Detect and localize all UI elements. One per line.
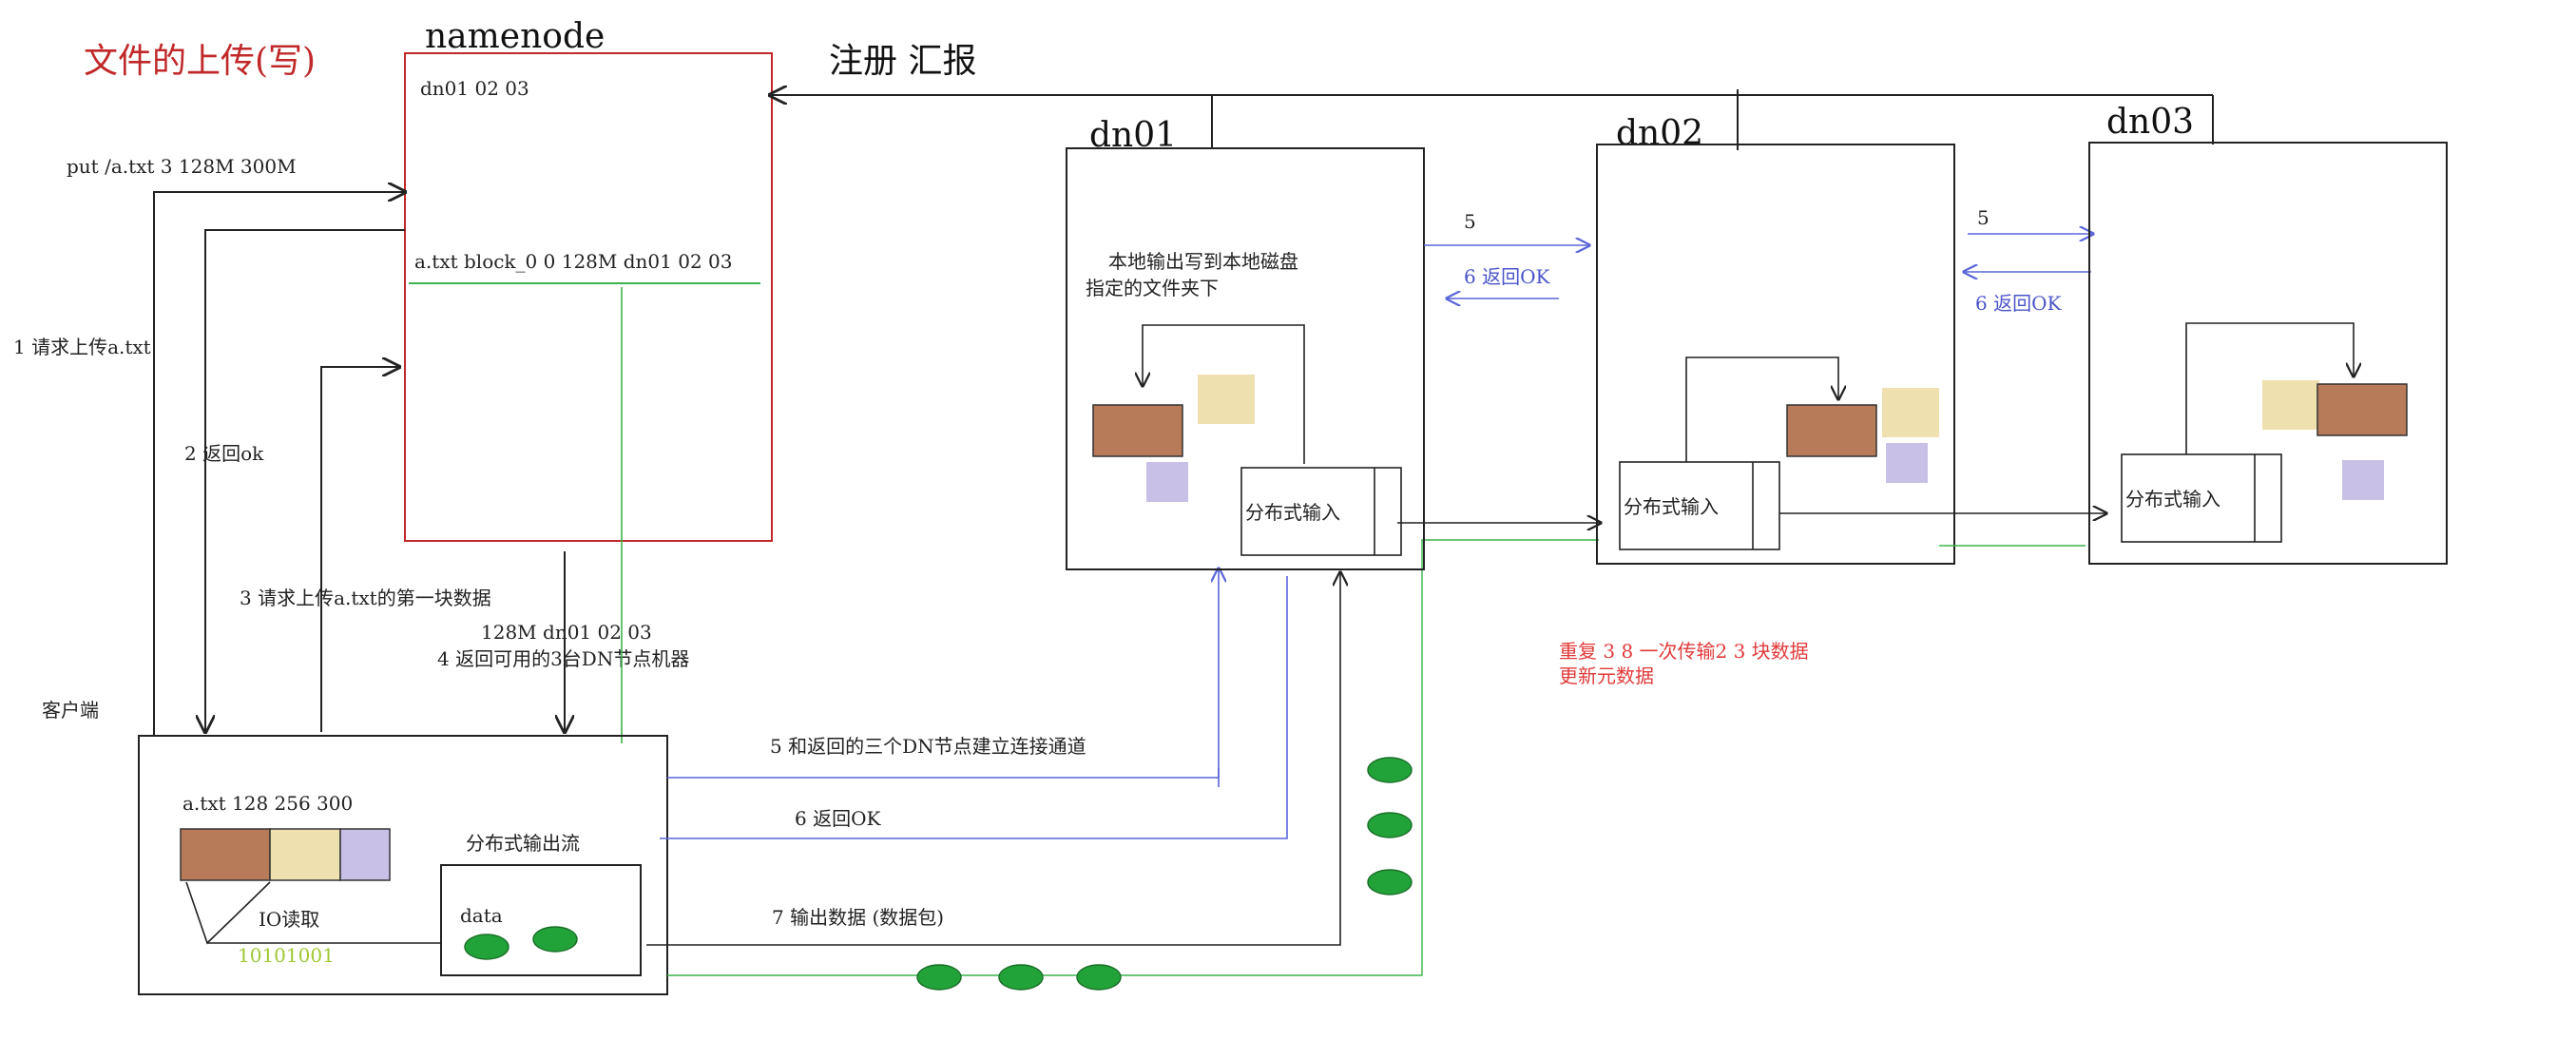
step1-label: 1 请求上传a.txt [13, 336, 151, 358]
file-block-0 [180, 828, 271, 881]
dn01-box [1066, 147, 1425, 570]
step7-label: 7 输出数据 (数据包) [772, 906, 944, 929]
dn03-block-1 [2262, 380, 2319, 430]
io-read-bracket [185, 881, 271, 945]
dn03-input-box [2121, 453, 2282, 543]
dn01-block-1 [1198, 375, 1255, 424]
step7-arrow [646, 572, 1340, 946]
dn02-label: dn02 [1616, 114, 1703, 153]
step5-label: 5 和返回的三个DN节点建立连接通道 [770, 735, 1086, 758]
namenode-box [404, 52, 773, 542]
namenode-datanode-list: dn01 02 03 [420, 77, 529, 100]
client-box [138, 735, 668, 995]
namenode-label: namenode [425, 17, 605, 56]
io-read-label: IO读取 [259, 908, 319, 931]
step6-label: 6 返回OK [795, 807, 881, 830]
step3-label: 3 请求上传a.txt的第一块数据 [240, 587, 491, 609]
pipe-ok-label-dn02: 6 返回OK [1975, 292, 2062, 315]
dn01-local-write-arrow [1143, 324, 1305, 464]
dn03-input-label: 分布式输入 [2125, 488, 2220, 510]
dn01-input-label: 分布式输入 [1245, 501, 1340, 524]
data-packet-icon [1367, 812, 1413, 838]
dn03-label: dn03 [2106, 103, 2194, 142]
file-block-2 [339, 828, 391, 881]
step6-arrow [660, 576, 1288, 839]
dn03-block-0 [2316, 383, 2408, 436]
step2-arrow [205, 229, 405, 732]
dn01-desc-line1: 本地输出写到本地磁盘 [1108, 250, 1298, 273]
output-stream-box [440, 864, 642, 976]
data-packet-icon [1367, 757, 1413, 783]
pipe-ok-label-dn01: 6 返回OK [1464, 265, 1550, 288]
output-stream-label: 分布式输出流 [466, 832, 580, 855]
data-packet-icon [1367, 869, 1413, 895]
dn03-local-write-arrow [2185, 322, 2354, 454]
data-packet-icon [532, 926, 578, 953]
data-packet-icon [464, 934, 509, 960]
dn02-block-1 [1882, 388, 1939, 437]
dn01-input-box [1240, 467, 1402, 556]
diagram-title: 文件的上传(写) [84, 42, 316, 81]
namenode-block-metadata: a.txt block_0 0 128M dn01 02 03 [414, 250, 732, 273]
dn02-block-0 [1786, 404, 1877, 457]
repeat-note-line1: 重复 3 8 一次传输2 3 块数据 [1559, 640, 1809, 663]
register-report-label: 注册 汇报 [829, 42, 976, 81]
dn02-block-2 [1886, 443, 1928, 483]
client-side-label: 客户端 [42, 699, 99, 722]
dn01-desc-line2: 指定的文件夹下 [1086, 277, 1219, 299]
step4-nodes: 128M dn01 02 03 [481, 621, 652, 644]
packet-flow-line [667, 539, 1599, 976]
repeat-note-line2: 更新元数据 [1559, 664, 1654, 687]
step2-label: 2 返回ok [184, 442, 264, 465]
pipe-step5-label-dn02: 5 [1464, 210, 1476, 233]
dn01-block-0 [1092, 404, 1183, 457]
client-file-line: a.txt 128 256 300 [183, 792, 353, 815]
step4-label: 4 返回可用的3台DN节点机器 [437, 647, 689, 670]
dn02-local-write-arrow [1685, 356, 1838, 462]
dn02-box [1596, 144, 1955, 565]
dn03-box [2088, 142, 2448, 565]
data-packet-icon [916, 964, 962, 991]
step3-arrow [320, 367, 399, 732]
step1-arrow [153, 192, 405, 736]
binary-data: 10101001 [238, 944, 335, 967]
pipe-step5-label-dn03: 5 [1977, 206, 1990, 229]
dn01-block-2 [1146, 462, 1188, 502]
output-stream-data-label: data [460, 904, 503, 927]
put-command: put /a.txt 3 128M 300M [67, 155, 297, 178]
file-block-1 [269, 828, 341, 881]
dn02-input-box [1619, 461, 1780, 550]
dn03-block-2 [2342, 460, 2384, 500]
dn02-input-label: 分布式输入 [1624, 495, 1719, 518]
data-packet-icon [998, 964, 1044, 991]
data-packet-icon [1076, 964, 1122, 991]
